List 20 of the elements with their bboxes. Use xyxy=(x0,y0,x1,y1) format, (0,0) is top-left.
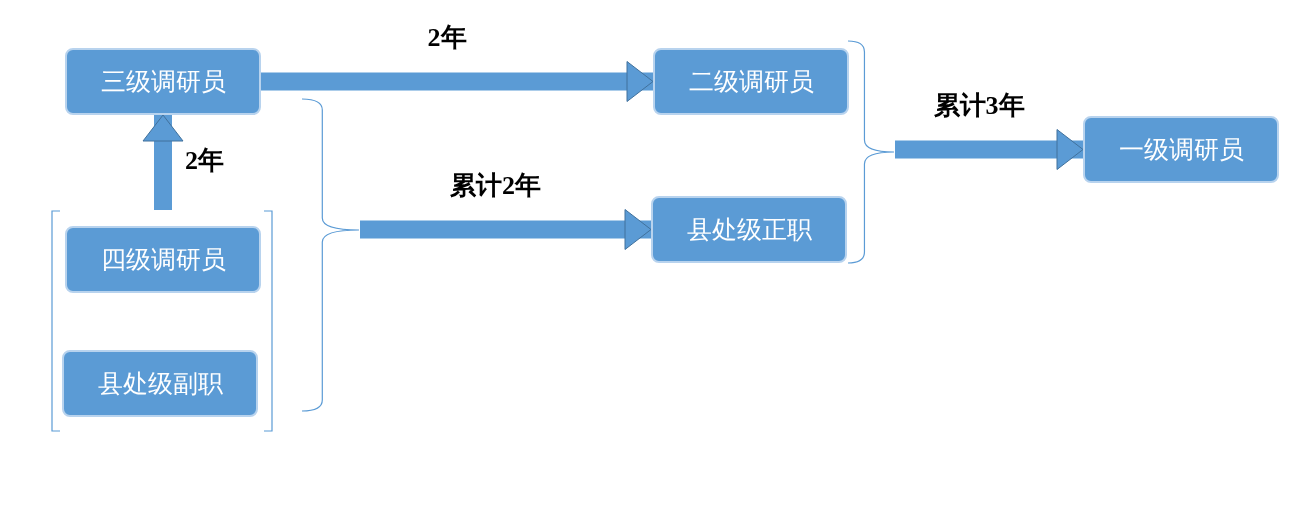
rank-title: 县处级正职 xyxy=(686,214,812,246)
rank-title: 四级调研员 xyxy=(100,244,226,276)
block-arrow xyxy=(261,61,654,102)
rank-title: 二级调研员 xyxy=(688,66,814,98)
edge-label: 累计3年 xyxy=(933,91,1025,121)
rank-box xyxy=(651,196,847,263)
edge-label: 2年 xyxy=(185,146,224,176)
rank-box xyxy=(62,350,258,417)
edge-label: 2年 xyxy=(427,23,467,53)
block-arrow xyxy=(142,114,184,210)
edge-label: 累计2年 xyxy=(450,171,541,201)
rank-title: 县处级副职 xyxy=(97,368,223,400)
rank-box xyxy=(653,48,849,115)
rank-box xyxy=(65,226,261,293)
block-arrow xyxy=(360,209,652,250)
rank-box xyxy=(65,48,261,115)
rank-box xyxy=(1083,116,1279,183)
rank-title: 三级调研员 xyxy=(100,66,226,98)
rank-title: 一级调研员 xyxy=(1118,134,1244,166)
block-arrow xyxy=(895,129,1084,170)
